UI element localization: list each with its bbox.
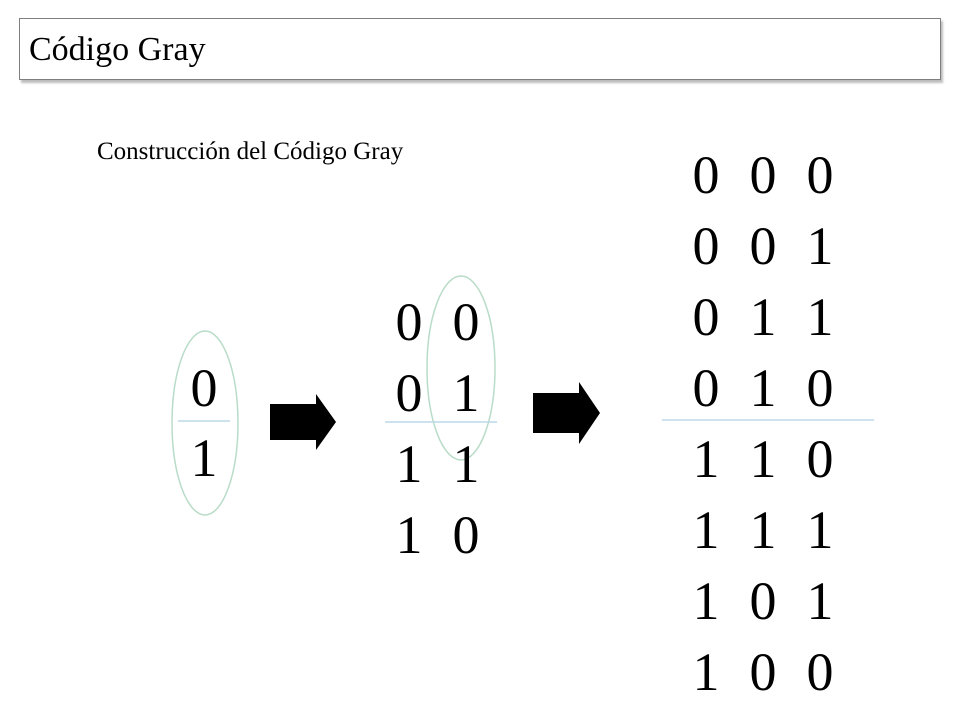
gray-bit-s2-r2-c2: 1 bbox=[452, 363, 480, 423]
gray-bit-s3-r2-c2: 0 bbox=[749, 216, 777, 276]
subtitle: Construcción del Código Gray bbox=[97, 138, 404, 165]
gray-bit-s2-r2-c1: 0 bbox=[395, 363, 423, 423]
gray-bit-s3-r2-c1: 0 bbox=[692, 216, 720, 276]
gray-bit-s3-r8-c1: 1 bbox=[692, 642, 720, 702]
gray-bit-s3-r5-c3: 0 bbox=[806, 429, 834, 489]
page-title: Código Gray bbox=[29, 31, 206, 68]
gray-bit-s3-r2-c3: 1 bbox=[806, 216, 834, 276]
gray-bit-s3-r1-c3: 0 bbox=[806, 145, 834, 205]
gray-bit-s3-r4-c2: 1 bbox=[749, 358, 777, 418]
gray-bit-s3-r8-c2: 0 bbox=[749, 642, 777, 702]
stage2-highlight-ellipse bbox=[426, 275, 496, 461]
gray-bit-s1-r1-c1: 0 bbox=[190, 358, 218, 418]
gray-bit-s3-r3-c3: 1 bbox=[806, 287, 834, 347]
gray-bit-s2-r3-c2: 1 bbox=[452, 434, 480, 494]
gray-bit-s3-r3-c1: 0 bbox=[692, 287, 720, 347]
gray-bit-s2-r4-c1: 1 bbox=[395, 505, 423, 565]
gray-bit-s3-r1-c1: 0 bbox=[692, 145, 720, 205]
title-box: Código Gray bbox=[19, 18, 941, 80]
gray-bit-s3-r6-c3: 1 bbox=[806, 500, 834, 560]
gray-bit-s3-r4-c3: 0 bbox=[806, 358, 834, 418]
right-arrow-icon bbox=[533, 382, 600, 444]
stage1-highlight-ellipse bbox=[171, 330, 239, 516]
gray-bit-s3-r7-c2: 0 bbox=[749, 571, 777, 631]
gray-bit-s2-r3-c1: 1 bbox=[395, 434, 423, 494]
gray-bit-s3-r7-c3: 1 bbox=[806, 571, 834, 631]
gray-bit-s3-r8-c3: 0 bbox=[806, 642, 834, 702]
gray-bit-s3-r5-c2: 1 bbox=[749, 429, 777, 489]
gray-bit-s3-r7-c1: 1 bbox=[692, 571, 720, 631]
gray-bit-s3-r1-c2: 0 bbox=[749, 145, 777, 205]
gray-bit-s3-r3-c2: 1 bbox=[749, 287, 777, 347]
gray-bit-s2-r1-c1: 0 bbox=[395, 292, 423, 352]
gray-bit-s2-r1-c2: 0 bbox=[452, 292, 480, 352]
gray-bit-s1-r2-c1: 1 bbox=[190, 428, 218, 488]
gray-bit-s3-r4-c1: 0 bbox=[692, 358, 720, 418]
gray-bit-s3-r6-c2: 1 bbox=[749, 500, 777, 560]
gray-bit-s3-r5-c1: 1 bbox=[692, 429, 720, 489]
right-arrow-icon bbox=[270, 394, 336, 450]
gray-bit-s3-r6-c1: 1 bbox=[692, 500, 720, 560]
gray-bit-s2-r4-c2: 0 bbox=[452, 505, 480, 565]
